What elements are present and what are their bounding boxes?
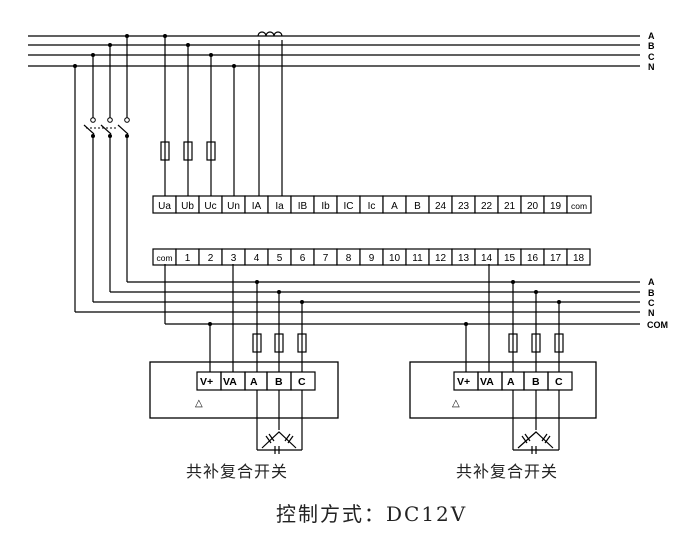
upper-terminal-label-9: Ic [368, 201, 376, 212]
upper-terminal-label-14: 22 [481, 201, 493, 212]
lower-terminal-label-8: 8 [346, 253, 352, 264]
bottom-bus-label-a: A [648, 277, 655, 287]
module1-term-va: VA [223, 376, 237, 388]
voltage-taps [160, 34, 283, 196]
lower-terminal-label-1: 1 [185, 253, 191, 264]
lower-terminal-label-9: 9 [369, 253, 375, 264]
lower-terminal-label-16: 16 [527, 253, 539, 264]
top-bus: A B C N [28, 31, 655, 72]
module1-term-a: A [250, 376, 258, 388]
lower-terminal-label-6: 6 [300, 253, 306, 264]
module2-term-c: C [555, 376, 563, 388]
upper-terminal-label-18: com [571, 201, 587, 211]
module2-delta-marker: △ [452, 398, 460, 409]
lower-terminal-label-17: 17 [550, 253, 562, 264]
module2-term-vplus: V+ [457, 376, 470, 388]
lower-terminal-label-15: 15 [504, 253, 516, 264]
upper-terminal-label-8: IC [344, 201, 354, 212]
module2-term-b: B [532, 376, 540, 388]
lower-terminal-label-2: 2 [208, 253, 214, 264]
lower-terminal-label-12: 12 [435, 253, 447, 264]
upper-terminal-label-1: Ub [181, 201, 194, 212]
upper-terminal-label-13: 23 [458, 201, 470, 212]
module1-caption: 共补复合开关 [186, 462, 288, 481]
module1-term-c: C [298, 376, 306, 388]
lower-terminal-cell-18 [566, 248, 591, 266]
current-transformer [257, 31, 283, 37]
upper-terminal-label-11: B [414, 201, 421, 212]
bottom-bus: A B C N COM [75, 264, 668, 330]
capacitor-module-2: V+ VA A B C △ 共补复合开关 [409, 264, 597, 481]
upper-terminal-label-16: 20 [527, 201, 539, 212]
top-bus-label-n: N [648, 62, 655, 72]
lower-terminal-label-18: 18 [573, 253, 585, 264]
module1-delta-marker: △ [195, 398, 203, 409]
top-bus-label-b: B [648, 41, 655, 51]
lower-terminal-label-3: 3 [231, 253, 237, 264]
capacitor-module-1: V+ VA A B C △ 共补复合开关 [149, 264, 339, 481]
upper-terminal-label-15: 21 [504, 201, 516, 212]
module1-term-b: B [275, 376, 283, 388]
bottom-bus-label-com: COM [647, 320, 668, 330]
upper-terminal-label-6: IB [298, 201, 308, 212]
bottom-bus-label-c: C [648, 298, 655, 308]
upper-terminal-label-17: 19 [550, 201, 562, 212]
upper-terminal-label-4: IA [252, 201, 262, 212]
upper-terminal-label-0: Ua [158, 201, 171, 212]
upper-terminal-label-7: Ib [321, 201, 330, 212]
lower-terminal-label-5: 5 [277, 253, 283, 264]
lower-terminal-label-4: 4 [254, 253, 260, 264]
module1-term-vplus: V+ [200, 376, 213, 388]
control-mode-title: 控制方式：DC12V [276, 502, 467, 526]
breaker-switch [73, 34, 130, 312]
upper-terminal-strip: Ua Ub Uc Un IA Ia IB Ib IC Ic A B 24 23 22 21 20 19 com [152, 195, 592, 214]
module2-caption: 共补复合开关 [456, 462, 558, 481]
lower-terminal-label-14: 14 [481, 253, 493, 264]
lower-terminal-label-7: 7 [323, 253, 329, 264]
lower-terminal-label-13: 13 [458, 253, 470, 264]
module2-term-va: VA [480, 376, 494, 388]
upper-terminal-label-10: A [391, 201, 398, 212]
bottom-bus-label-n: N [648, 308, 655, 318]
lower-terminal-label-11: 11 [412, 253, 423, 264]
upper-terminal-label-3: Un [227, 201, 240, 212]
top-bus-label-c: C [648, 52, 655, 62]
lower-terminal-label-10: 10 [389, 253, 401, 264]
module2-term-a: A [507, 376, 515, 388]
upper-terminal-label-12: 24 [435, 201, 447, 212]
upper-terminal-label-2: Uc [204, 201, 216, 212]
upper-terminal-label-5: Ia [275, 201, 284, 212]
bottom-bus-label-b: B [648, 288, 655, 298]
top-bus-label-a: A [648, 31, 655, 41]
lower-terminal-label-0: com [156, 253, 172, 263]
upper-terminal-cell-18 [566, 195, 592, 214]
